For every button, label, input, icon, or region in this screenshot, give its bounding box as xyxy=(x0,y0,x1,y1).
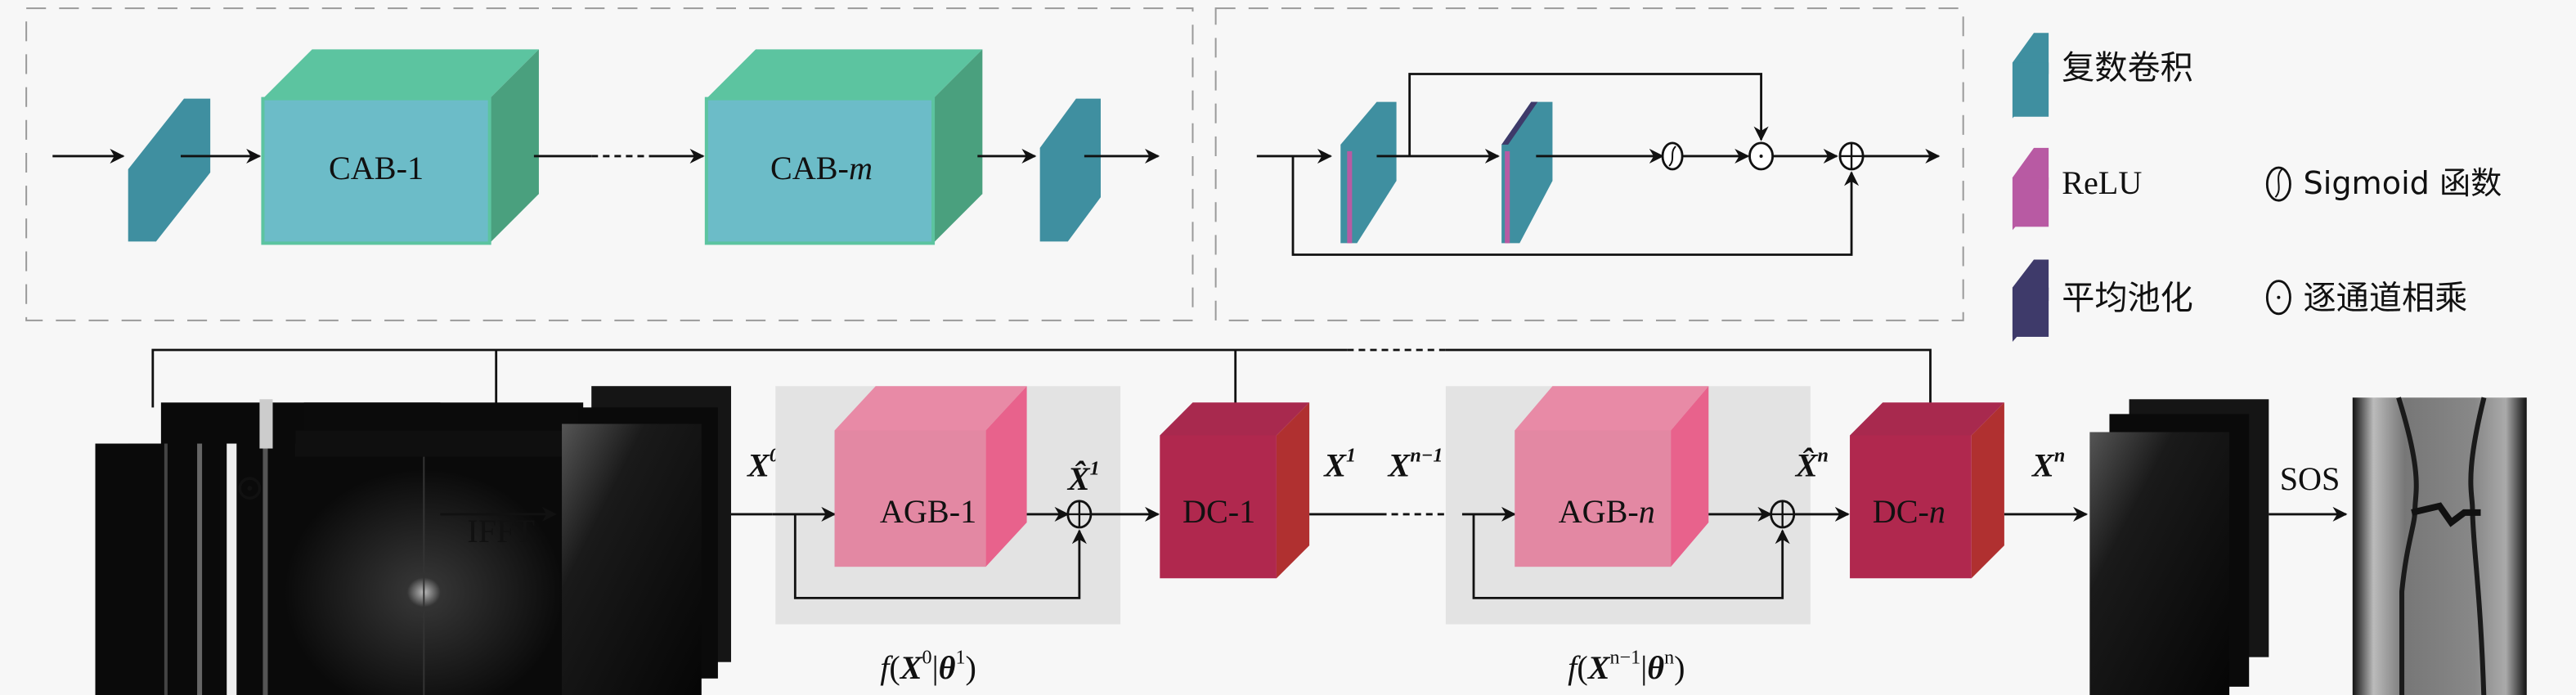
residual-to-add xyxy=(1291,155,1860,256)
conv-layer-in xyxy=(128,98,211,242)
agb-n-label: AGB-n xyxy=(1559,493,1655,530)
conv-relu-pool-layer-2 xyxy=(1501,101,1553,244)
dc-1-label: DC-1 xyxy=(1183,493,1255,530)
coil-image-stack xyxy=(2089,399,2269,695)
agb-1-label: AGB-1 xyxy=(880,493,976,530)
dc-n-block: DC-n xyxy=(1850,402,2004,579)
xn-label: Xn xyxy=(2031,446,2065,484)
cab-m-label: CAB-m xyxy=(770,150,873,186)
skip-to-odot xyxy=(1408,73,1769,156)
xhatn-label: X̂n xyxy=(1794,446,1829,484)
dc-1-block: DC-1 xyxy=(1160,402,1310,579)
channel-multiply-icon xyxy=(1748,141,1775,171)
zero-filled-image-stack xyxy=(562,386,731,695)
conv-layer-out xyxy=(1039,98,1101,242)
agb-1-group: AGB-1 X̂1 xyxy=(772,386,1121,625)
x0-label: X0 xyxy=(746,446,779,484)
legend-item-pool: 平均池化 xyxy=(2012,259,2193,342)
sigmoid-icon xyxy=(1661,141,1684,171)
legend-label-relu: ReLU xyxy=(2062,164,2142,201)
cab-1-block: CAB-1 xyxy=(261,49,539,245)
legend-label-pool: 平均池化 xyxy=(2062,280,2193,317)
legend-sigmoid: Sigmoid 函数 xyxy=(2265,165,2502,202)
reconstruction-pipeline: ⊙ IFFT X0 AGB-1 xyxy=(95,348,2527,695)
legend-label-odot: 逐通道相乘 xyxy=(2304,280,2468,317)
cab-1-label: CAB-1 xyxy=(329,150,424,186)
feedback-wire-1 xyxy=(151,348,1348,408)
kspace-stack xyxy=(284,402,584,695)
legend-item-conv: 复数卷积 xyxy=(2012,33,2193,119)
residual-agb-1 xyxy=(793,513,1087,599)
add-icon xyxy=(1770,500,1796,529)
channel-multiply-icon xyxy=(2265,280,2291,316)
legend-label-conv: 复数卷积 xyxy=(2062,50,2193,87)
sigmoid-icon xyxy=(2265,166,2291,202)
feedback-to-dc-n xyxy=(1445,348,1938,421)
residual-agb-n xyxy=(1472,513,1790,599)
agb-1-block xyxy=(834,430,986,567)
agb-n-block xyxy=(1515,430,1672,567)
caption-agb-n: f(Xn−1|θn) xyxy=(1568,648,1685,686)
legend-odot: 逐通道相乘 xyxy=(2265,280,2468,317)
ifft-label: IFFT xyxy=(467,513,535,549)
add-icon xyxy=(1838,141,1865,171)
legend-item-relu: ReLU xyxy=(2012,147,2142,231)
xn-minus-1-label: Xn−1 xyxy=(1387,446,1443,484)
legend: 复数卷积 ReLU 平均池化 Sigmoid 函数 逐通道相乘 xyxy=(2012,33,2502,342)
x1-label: X1 xyxy=(1322,446,1356,484)
legend-label-sigmoid: Sigmoid 函数 xyxy=(2304,165,2502,201)
cab-chain-frame xyxy=(25,7,1194,321)
caption-agb-1: f(X0|θ1) xyxy=(880,648,976,686)
add-icon xyxy=(1066,500,1093,529)
cab-m-block: CAB-m xyxy=(704,49,983,245)
dc-n-label: DC-n xyxy=(1873,493,1945,530)
agb-n-group: AGB-n X̂n xyxy=(1445,386,1829,625)
odot-operator: ⊙ xyxy=(235,468,265,508)
cab-detail-panel xyxy=(1214,7,1964,321)
xhat1-label: X̂1 xyxy=(1066,459,1100,497)
sos-label: SOS xyxy=(2280,460,2340,497)
cab-detail-frame xyxy=(1214,7,1964,321)
final-knee-image xyxy=(2352,397,2527,695)
cab-chain-panel: CAB-1 CAB-m xyxy=(25,7,1194,321)
conv-relu-layer-1 xyxy=(1340,101,1397,244)
